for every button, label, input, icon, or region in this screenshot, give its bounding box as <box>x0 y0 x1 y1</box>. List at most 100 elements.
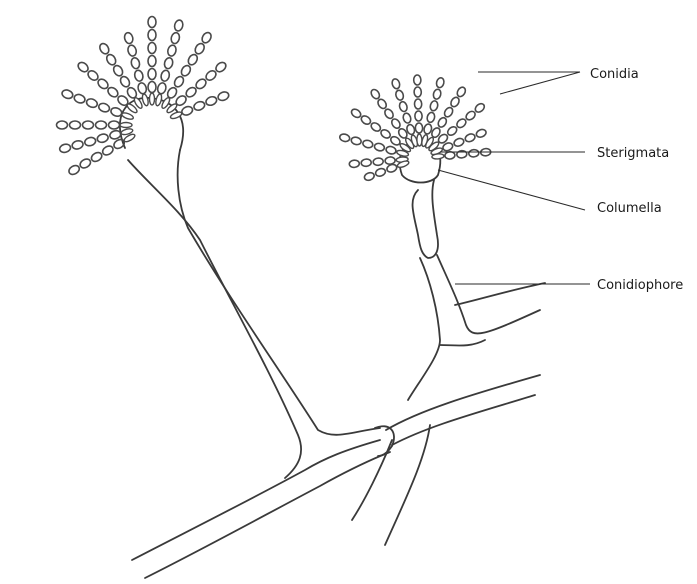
left-conidium <box>166 86 178 99</box>
right-columella <box>411 179 439 259</box>
left-conidium <box>87 70 99 81</box>
right-conidium <box>377 98 388 110</box>
label-columella: Columella <box>597 201 662 216</box>
right-conidium <box>450 96 460 108</box>
left-conidium <box>175 95 187 107</box>
left-conidium <box>97 102 111 113</box>
right-sterigma <box>396 149 410 157</box>
right-sterigma <box>396 160 410 169</box>
right-conidium <box>374 167 387 177</box>
left-conidium <box>163 56 174 70</box>
left-sterigmata <box>119 92 183 143</box>
hypha-extension-upper <box>385 374 541 431</box>
left-conidium <box>205 70 217 81</box>
right-conidium <box>437 116 448 128</box>
right-conidium <box>372 157 384 167</box>
left-conidium <box>90 151 103 163</box>
right-conidium <box>386 163 398 173</box>
left-conidium <box>173 19 184 32</box>
left-conidium <box>113 138 126 150</box>
junction-segment <box>374 425 395 457</box>
left-conidium <box>71 139 84 150</box>
left-conidium <box>126 86 138 99</box>
right-conidium <box>426 111 436 124</box>
right-conidium <box>412 74 422 86</box>
right-conidium <box>370 88 381 100</box>
right-conidium <box>413 98 423 110</box>
right-conidium <box>380 128 391 139</box>
right-conidium <box>456 86 467 98</box>
left-sterigma <box>141 93 149 107</box>
right-stalk-right-edge <box>436 254 541 335</box>
right-conidium <box>373 142 386 152</box>
right-conidium <box>446 125 458 137</box>
right-conidium <box>443 106 454 118</box>
left-conidium <box>217 91 230 102</box>
right-sterigmata <box>395 133 445 169</box>
right-conidium <box>456 118 467 129</box>
left-sterigma <box>121 112 135 120</box>
right-conidium <box>435 76 445 89</box>
main-hypha-lower-edge <box>144 451 391 579</box>
left-conidium <box>77 61 89 73</box>
left-conidium <box>133 69 144 82</box>
left-conidium <box>85 98 99 109</box>
right-conidium <box>465 110 476 121</box>
left-conidium <box>166 44 177 57</box>
left-conidium <box>147 15 157 29</box>
left-conidium <box>147 41 157 55</box>
right-conidium <box>431 127 441 139</box>
left-conidium <box>187 53 199 66</box>
right-stalk-inner <box>439 339 486 347</box>
hyphae <box>119 97 546 579</box>
left-conidium <box>61 89 74 100</box>
right-conidium <box>406 123 416 136</box>
right-conidia-chains <box>338 74 492 182</box>
lower-branch-left <box>351 439 393 521</box>
right-conidium <box>402 112 412 124</box>
left-conidium <box>96 133 109 144</box>
left-stalk-right-edge <box>176 149 381 436</box>
left-conidia-chains <box>55 15 230 176</box>
left-conidium <box>130 56 141 70</box>
label-conidia: Conidia <box>590 67 639 82</box>
hypha-extension-lower <box>391 394 536 446</box>
left-conidium <box>193 100 206 111</box>
right-stalk-branch <box>454 282 546 306</box>
left-conidium <box>105 53 117 66</box>
right-conidium <box>384 108 394 120</box>
left-stalk-left-edge <box>127 159 302 479</box>
right-conidium <box>384 156 396 166</box>
left-conidium <box>68 164 81 176</box>
left-conidium <box>201 31 212 44</box>
left-sterigma <box>155 93 163 107</box>
right-conidium <box>474 102 486 113</box>
right-conidium <box>350 108 362 119</box>
left-conidium <box>173 75 185 88</box>
left-sterigma <box>148 92 156 106</box>
left-conidium <box>194 42 205 55</box>
right-conidium <box>423 123 433 135</box>
left-conidium <box>205 95 218 107</box>
right-conidium <box>414 122 424 134</box>
leader-columella <box>437 169 586 211</box>
left-conidium <box>107 86 119 98</box>
right-conidium <box>437 133 449 144</box>
right-conidium <box>429 100 439 112</box>
right-conidium <box>397 128 408 139</box>
left-conidium <box>170 31 181 45</box>
left-conidium <box>147 67 157 81</box>
left-conidium <box>180 64 192 77</box>
right-stalk-left-edge <box>407 257 441 401</box>
right-conidium <box>468 148 480 158</box>
label-conidiophore: Conidiophore <box>597 278 683 293</box>
label-sterigmata: Sterigmata <box>597 146 669 161</box>
left-conidium <box>55 120 69 130</box>
right-conidium <box>385 145 397 155</box>
left-conidium <box>110 106 123 118</box>
right-conidium <box>453 137 465 147</box>
left-conidium <box>83 136 97 147</box>
right-conidium <box>360 158 372 168</box>
